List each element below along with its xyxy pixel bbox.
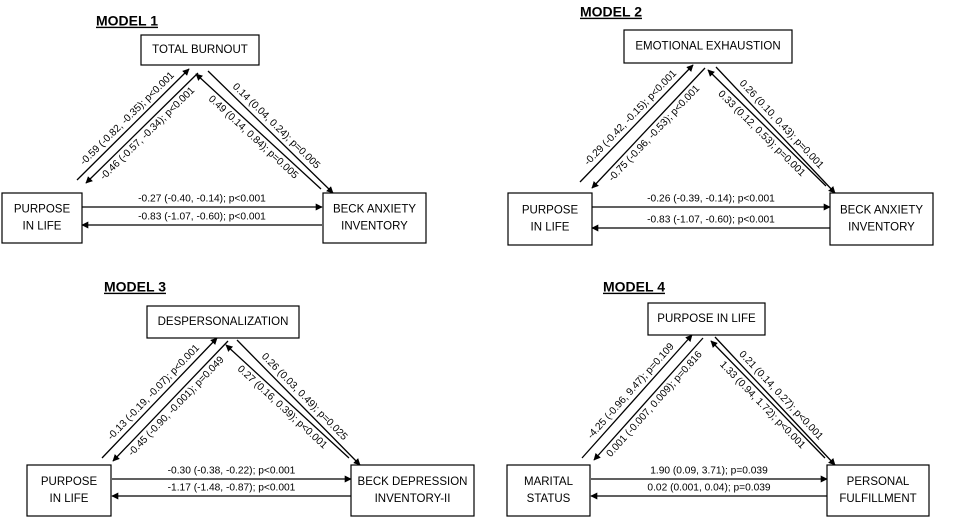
node-left-label: IN LIFE (50, 493, 89, 505)
node-right-label: BECK DEPRESSION (358, 476, 468, 488)
node-left: PURPOSE IN LIFE (1, 192, 83, 244)
node-left-label: PURPOSE (522, 205, 579, 217)
arrow-top-to-right (207, 70, 334, 194)
node-top-frame (140, 34, 260, 66)
node-top: PURPOSE IN LIFE (647, 302, 766, 336)
arrow-top-to-right (715, 66, 836, 194)
node-top-frame (623, 29, 793, 64)
node-right-label: INVENTORY (341, 221, 408, 233)
arrow-top-to-right (236, 339, 361, 466)
node-top: DESPERSONALIZATION (146, 305, 300, 339)
arrow-top-to-left (85, 72, 199, 184)
node-top-label: TOTAL BURNOUT (152, 44, 248, 56)
coef-left-to-right: 1.90 (0.09, 3.71); p=0.039 (650, 466, 768, 477)
arrow-top-to-left (591, 67, 706, 189)
model-title: MODEL 4 (603, 279, 665, 295)
arrow-top-to-left (112, 340, 229, 462)
node-top-frame (146, 305, 300, 339)
node-left-label: IN LIFE (531, 222, 570, 234)
coef-left-to-right: -0.26 (-0.39, -0.14); p<0.001 (647, 194, 775, 205)
node-top-frame (647, 302, 766, 336)
coef-left-to-right: -0.27 (-0.40, -0.14); p<0.001 (138, 194, 266, 205)
node-top: EMOTIONAL EXHAUSTION (623, 29, 793, 64)
node-left-label: IN LIFE (23, 221, 62, 233)
coef-right-to-left: 0.02 (0.001, 0.04); p=0.039 (647, 483, 771, 494)
node-top: TOTAL BURNOUT (140, 34, 260, 66)
coef-right-to-left: -0.83 (-1.07, -0.60); p<0.001 (138, 212, 266, 223)
arrow-left-to-top (76, 68, 190, 181)
model-title: MODEL 1 (96, 13, 158, 29)
node-right-label: BECK ANXIETY (840, 205, 923, 217)
node-right-frame (826, 464, 930, 517)
coef-right-to-left: -0.83 (-1.07, -0.60); p<0.001 (647, 215, 775, 226)
arrow-top-to-right (714, 336, 836, 466)
coef-right-to-left: -1.17 (-1.48, -0.87); p<0.001 (168, 483, 296, 494)
arrow-right-to-top (225, 344, 350, 459)
node-top-label: DESPERSONALIZATION (158, 316, 289, 328)
node-left: MARITAL STATUS (506, 464, 591, 517)
node-right: BECK ANXIETY INVENTORY (322, 192, 427, 244)
node-left-frame (1, 192, 83, 244)
node-right-frame (322, 192, 427, 244)
node-top-label: EMOTIONAL EXHAUSTION (635, 41, 780, 53)
node-right-label: INVENTORY-II (375, 493, 451, 505)
node-right-label: FULFILLMENT (839, 493, 916, 505)
node-right: PERSONAL FULFILLMENT (826, 464, 930, 517)
node-right-frame (829, 192, 934, 246)
node-top-label: PURPOSE IN LIFE (657, 313, 756, 325)
node-left: PURPOSE IN LIFE (26, 464, 112, 517)
node-right: BECK DEPRESSION INVENTORY-II (350, 464, 475, 517)
arrow-top-to-left (593, 337, 704, 461)
node-left-label: PURPOSE (14, 204, 71, 216)
model-title: MODEL 3 (104, 279, 166, 295)
node-right-label: INVENTORY (848, 222, 915, 234)
node-right-frame (350, 464, 475, 517)
node-left-label: PURPOSE (41, 476, 98, 488)
node-right: BECK ANXIETY INVENTORY (829, 192, 934, 246)
node-left-label: STATUS (527, 493, 571, 505)
node-right-label: BECK ANXIETY (333, 204, 416, 216)
node-left-frame (506, 464, 591, 517)
arrow-left-to-top (579, 64, 694, 183)
node-left-frame (507, 192, 593, 246)
arrow-left-to-top (581, 334, 693, 459)
arrow-left-to-top (101, 337, 218, 459)
node-left-label: MARITAL (524, 476, 574, 488)
node-right-label: PERSONAL (847, 476, 910, 488)
arrow-right-to-top (707, 69, 827, 187)
node-left-frame (26, 464, 112, 517)
arrow-right-to-top (195, 73, 322, 190)
model-title: MODEL 2 (580, 4, 642, 20)
arrow-right-to-top (710, 340, 826, 459)
coef-left-to-right: -0.30 (-0.38, -0.22); p<0.001 (168, 466, 296, 477)
node-left: PURPOSE IN LIFE (507, 192, 593, 246)
